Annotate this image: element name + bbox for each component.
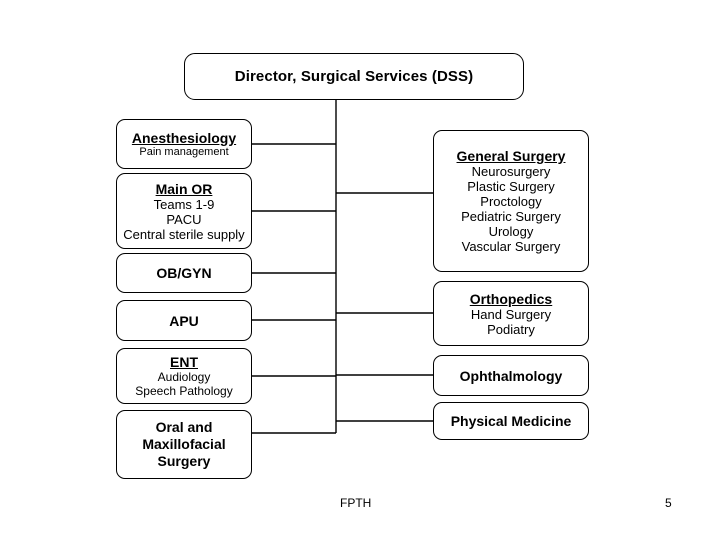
node-header-label: General Surgery [456,148,566,164]
node-header-label: Anesthesiology [131,130,237,146]
node-oral-maxillofacial-surgery[interactable]: Oral and Maxillofacial Surgery [116,410,252,479]
node-header-label: Orthopedics [469,290,553,307]
node-sub-item: Hand Surgery [470,306,552,322]
node-sub-item: Pediatric Surgery [461,209,561,224]
node-sub-item: Proctology [480,194,542,209]
node-title-label: Director, Surgical Services (DSS) [234,68,474,85]
node-header-line-2: Maxillofacial [142,436,226,452]
footer-label: FPTH [340,496,372,510]
node-ob-gyn[interactable]: OB/GYN [116,253,252,293]
node-sub-item: Speech Pathology [135,384,233,398]
node-header-line-3: Surgery [157,453,211,469]
node-header-label: APU [169,312,199,329]
node-header-label: OB/GYN [156,265,212,281]
node-header-line-1: Oral and [155,419,213,435]
node-main-or[interactable]: Main OR Teams 1-9 PACU Central sterile s… [116,173,252,249]
node-sub-item: Vascular Surgery [461,239,561,254]
node-general-surgery[interactable]: General Surgery Neurosurgery Plastic Sur… [433,130,589,272]
node-sub-item: PACU [166,211,202,227]
node-sub-item: Podiatry [487,321,535,337]
node-ophthalmology[interactable]: Ophthalmology [433,355,589,396]
node-header-label: Physical Medicine [450,413,572,429]
node-orthopedics[interactable]: Orthopedics Hand Surgery Podiatry [433,281,589,346]
node-sub-item: Neurosurgery [471,164,551,179]
node-anesthesiology[interactable]: Anesthesiology Pain management [116,119,252,169]
node-sub-item: Urology [488,224,534,239]
node-sub-item: Audiology [157,370,211,384]
node-header-label: ENT [170,354,198,370]
node-sub-item: Teams 1-9 [153,196,215,212]
node-header-label: Ophthalmology [459,367,563,384]
node-physical-medicine[interactable]: Physical Medicine [433,402,589,440]
node-sub-item: Pain management [139,146,229,158]
node-sub-item: Plastic Surgery [467,179,555,194]
node-ent[interactable]: ENT Audiology Speech Pathology [116,348,252,404]
node-sub-item: Central sterile supply [123,226,245,242]
node-director-surgical-services[interactable]: Director, Surgical Services (DSS) [184,53,524,100]
page-number: 5 [665,496,672,510]
node-apu[interactable]: APU [116,300,252,341]
node-header-label: Main OR [155,180,213,197]
